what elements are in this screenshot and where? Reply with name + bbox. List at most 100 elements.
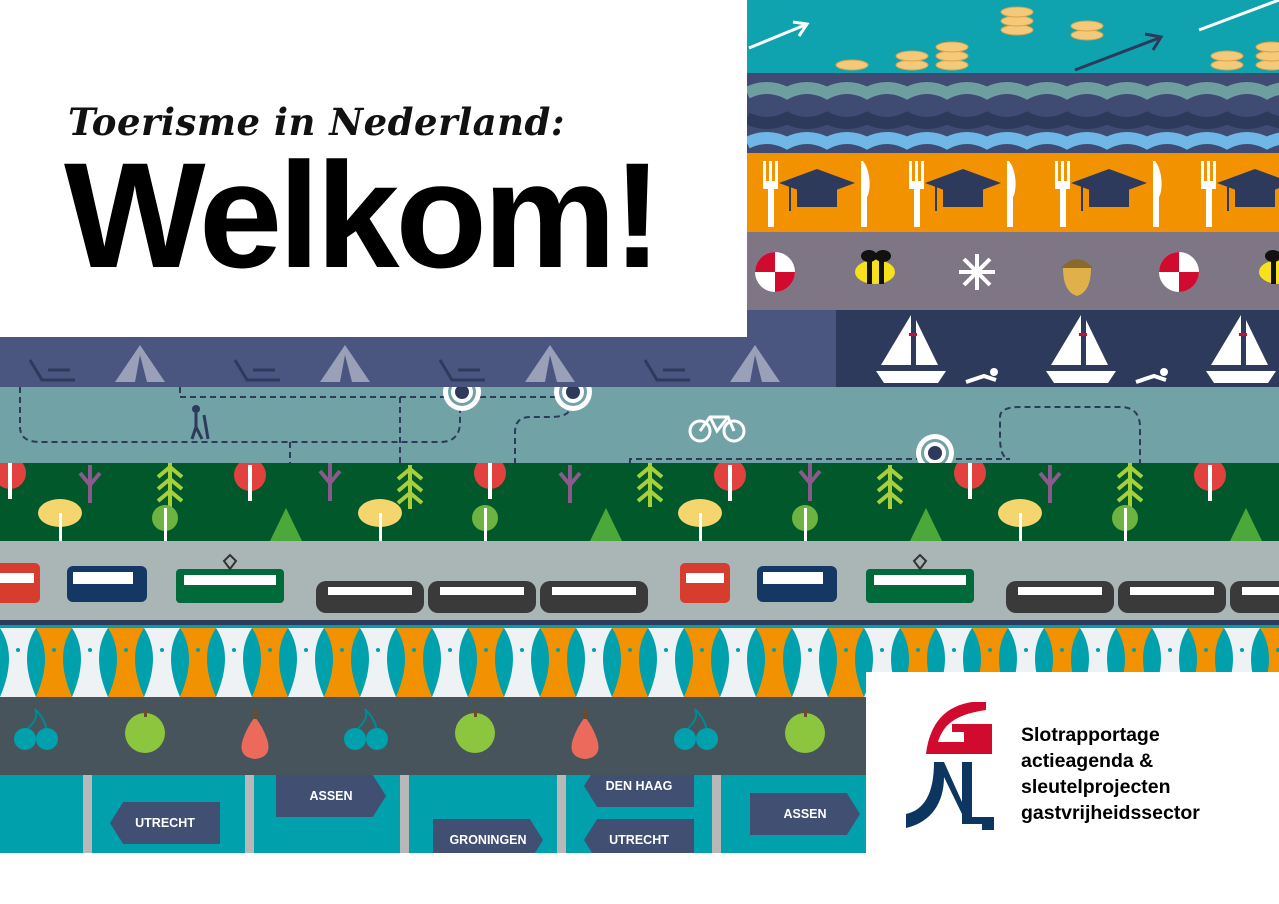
- swimmer-icon: [965, 368, 998, 384]
- acorn-icon: [1061, 259, 1093, 296]
- signpost-label: ASSEN: [783, 807, 827, 821]
- publication-title: Slotrapportage actieagenda & sleutelproj…: [1021, 722, 1200, 826]
- tent-icon: [320, 345, 370, 382]
- seasons-band: [747, 232, 1279, 310]
- waves-band: [747, 73, 1279, 153]
- signpost: UTRECHT: [584, 819, 694, 853]
- swimmer-icon: [1135, 368, 1168, 384]
- triangle-tree-icon: [1230, 508, 1262, 541]
- arrow-icon: [1074, 32, 1164, 72]
- signpost: DEN HAAG: [584, 775, 694, 807]
- train-icon: [316, 581, 648, 613]
- lounger-icon: [438, 359, 485, 382]
- signpost: ASSEN: [276, 775, 386, 817]
- sailing-band: [836, 310, 1279, 387]
- coin-stack-icon: [1000, 6, 1034, 36]
- round-tree-icon: [472, 505, 498, 541]
- publication-line: gastvrijheidssector: [1021, 802, 1200, 824]
- cherries-icon: [674, 708, 718, 750]
- bee-icon: [1259, 250, 1279, 284]
- coin-stack-icon: [1070, 20, 1104, 41]
- gastvrij-nl-logo: [906, 702, 994, 830]
- decorative-pattern: [0, 620, 1279, 697]
- tree-red-icon: [954, 463, 986, 499]
- graduation-cap-icon: [1071, 169, 1147, 211]
- location-marker-icon: [916, 434, 954, 463]
- tent-icon: [730, 345, 780, 382]
- train-icon: [1006, 581, 1279, 613]
- publication-block: Slotrapportage actieagenda & sleutelproj…: [866, 672, 1279, 853]
- coin-stack-icon: [1255, 41, 1279, 71]
- routes-band: [0, 387, 1279, 463]
- round-tree-icon: [1112, 505, 1138, 541]
- triangle-tree-icon: [590, 508, 622, 541]
- snowflake-icon: [959, 254, 995, 290]
- bus-icon: [67, 566, 147, 602]
- tent-icon: [115, 345, 165, 382]
- finance-band: [747, 0, 1279, 73]
- sailboat-icon: [1046, 315, 1116, 383]
- tree-purple-icon: [798, 463, 822, 501]
- signpost: UTRECHT: [110, 802, 220, 844]
- location-marker-icon: [443, 387, 481, 411]
- coin-stack-icon: [835, 59, 869, 71]
- beach-ball-icon: [755, 252, 795, 292]
- hiker-icon: [190, 405, 210, 440]
- knife-icon: [1153, 161, 1162, 227]
- tram-icon: [866, 553, 974, 603]
- pine-tree-icon: [636, 463, 664, 507]
- tram-icon: [0, 563, 40, 603]
- bush-icon: [998, 499, 1042, 541]
- sailboat-icon: [876, 315, 946, 383]
- tram-icon: [680, 563, 730, 603]
- publication-line: Slotrapportage: [1021, 724, 1160, 746]
- fruit-band: [0, 697, 866, 775]
- signpost: ASSEN: [750, 793, 860, 835]
- tree-purple-icon: [1038, 465, 1062, 503]
- signpost-band: UTRECHT ASSEN GRONINGEN DEN HAAG UTRECHT…: [0, 775, 866, 853]
- publication-line: actieagenda &: [1021, 750, 1154, 772]
- apple-icon: [125, 709, 165, 753]
- route-path: [19, 387, 1141, 463]
- tree-purple-icon: [558, 465, 582, 503]
- title-block: Toerisme in Nederland: Welkom!: [0, 0, 747, 337]
- signpost-label: DEN HAAG: [605, 779, 673, 793]
- pear-icon: [571, 709, 599, 759]
- round-tree-icon: [792, 505, 818, 541]
- pine-tree-icon: [396, 465, 424, 509]
- coin-stack-icon: [1210, 50, 1244, 71]
- pine-tree-icon: [156, 463, 184, 507]
- fork-icon: [763, 161, 778, 227]
- coin-stack-icon: [935, 41, 969, 71]
- signpost-label: ASSEN: [309, 789, 353, 803]
- signpost-label: GRONINGEN: [449, 833, 527, 847]
- lounger-icon: [233, 359, 280, 382]
- bush-icon: [358, 499, 402, 541]
- arrow-icon: [748, 20, 810, 50]
- knife-icon: [1007, 161, 1016, 227]
- cherries-icon: [14, 708, 58, 750]
- fork-icon: [1055, 161, 1070, 227]
- apple-icon: [785, 709, 825, 753]
- graduation-cap-icon: [1217, 169, 1279, 211]
- food-education-band: [747, 153, 1279, 232]
- cover-subtitle: Toerisme in Nederland:: [68, 100, 566, 144]
- arrow-icon: [1198, 0, 1279, 32]
- signpost: GRONINGEN: [433, 819, 543, 853]
- pear-icon: [241, 709, 269, 759]
- publication-line: sleutelprojecten: [1021, 776, 1171, 798]
- coin-stack-icon: [895, 50, 929, 71]
- sailboat-icon: [1206, 315, 1276, 383]
- signpost-label: UTRECHT: [609, 833, 669, 847]
- lounger-icon: [28, 359, 75, 382]
- cherries-icon: [344, 708, 388, 750]
- knife-icon: [861, 161, 870, 227]
- tram-icon: [176, 553, 284, 603]
- pine-tree-icon: [1116, 463, 1144, 507]
- bee-icon: [855, 250, 895, 284]
- tree-red-icon: [1194, 463, 1226, 501]
- cover-headline: Welkom!: [64, 131, 662, 299]
- apple-icon: [455, 709, 495, 753]
- tree-purple-icon: [78, 465, 102, 503]
- graduation-cap-icon: [779, 169, 855, 211]
